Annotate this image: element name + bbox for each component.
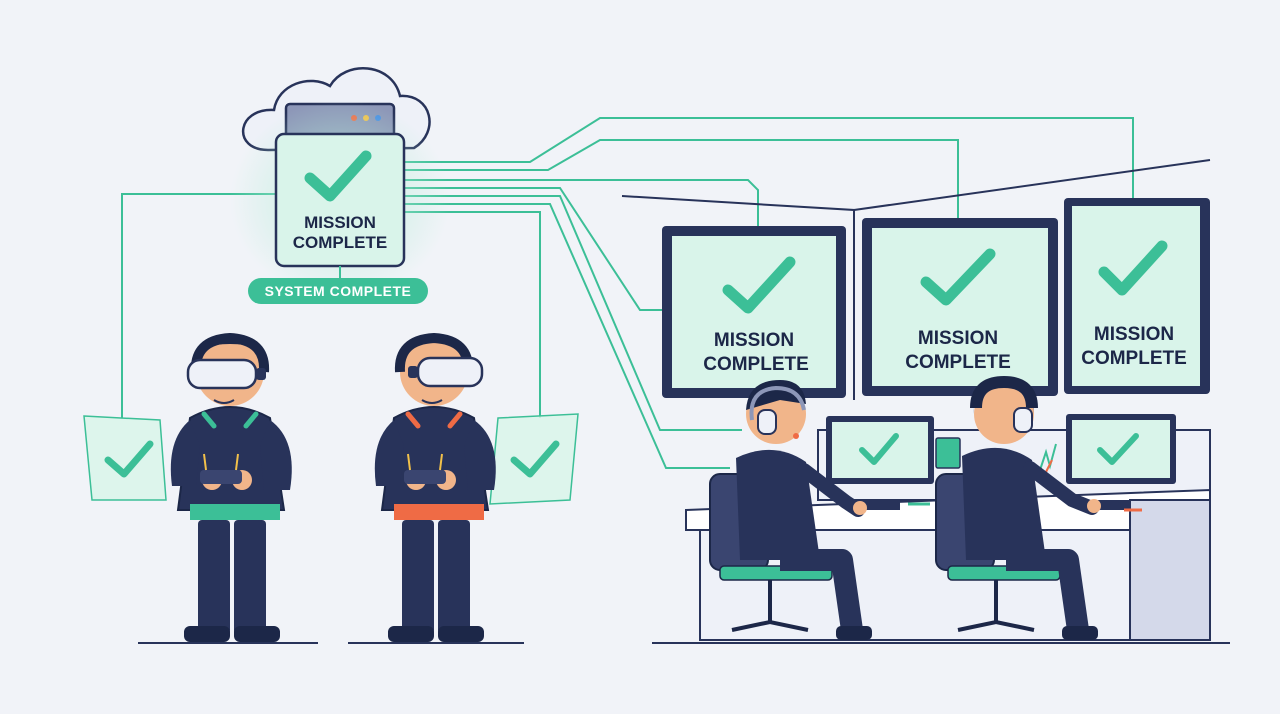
check-icon: [859, 433, 899, 465]
holo-panel-left: [83, 415, 167, 501]
check-icon: [722, 256, 796, 314]
headset: [1013, 407, 1033, 433]
check-icon: [304, 150, 372, 202]
server-status-line2: COMPLETE: [293, 233, 387, 252]
check-icon: [920, 248, 996, 306]
drone-controller: [200, 470, 242, 484]
wall-monitor-1: MISSION COMPLETE: [662, 226, 846, 398]
status-badge: [248, 278, 428, 304]
cloud-server: MISSION COMPLETE SYSTEM COMPLETE: [230, 67, 450, 304]
monitor-1-line1: MISSION: [714, 330, 794, 351]
check-icon: [104, 440, 154, 478]
holo-panel-right: [489, 413, 579, 505]
drone-controller: [404, 470, 446, 484]
status-badge-text: SYSTEM COMPLETE: [265, 283, 412, 299]
keyboard: [856, 500, 900, 510]
check-icon: [510, 440, 560, 478]
console-indicator: [935, 437, 961, 469]
server-status-line1: MISSION: [304, 213, 376, 232]
vr-headset: [416, 356, 484, 388]
check-icon: [1097, 433, 1139, 465]
headset: [757, 409, 777, 435]
control-room: MISSION COMPLETE MISSION COMPLETE MISSIO…: [621, 159, 1230, 644]
monitor-2-line2: COMPLETE: [905, 352, 1011, 373]
wall-monitor-3: MISSION COMPLETE: [1064, 198, 1210, 394]
vr-operator-1: [138, 332, 318, 644]
keyboard: [1090, 500, 1130, 510]
network-connection-lines: [121, 117, 1134, 469]
monitor-3-line2: COMPLETE: [1081, 348, 1187, 369]
vr-headset: [186, 358, 258, 390]
monitor-2-line1: MISSION: [918, 328, 998, 349]
seated-operator-1: [709, 380, 872, 640]
monitor-3-line1: MISSION: [1094, 324, 1174, 345]
seated-operator-2: [935, 375, 1101, 640]
vr-operator-2: [348, 332, 524, 644]
check-icon: [1098, 240, 1168, 296]
wall-monitor-2: MISSION COMPLETE: [862, 218, 1058, 396]
monitor-1-line2: COMPLETE: [703, 354, 809, 375]
